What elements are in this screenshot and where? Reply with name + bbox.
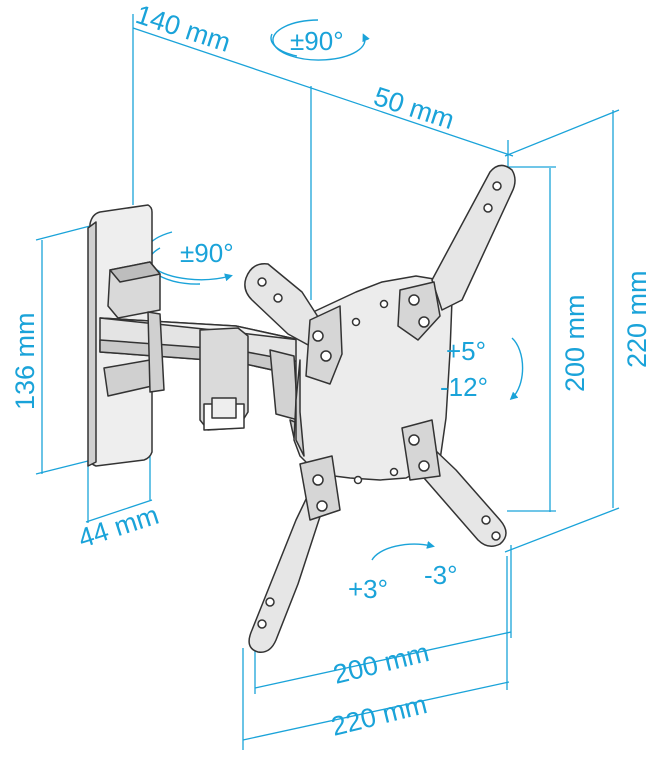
roll-right-label: -3° xyxy=(424,560,458,590)
tv-wall-mount-drawing xyxy=(87,164,516,653)
tilt-up-label: +5° xyxy=(446,336,486,366)
curved-arrow-icon xyxy=(509,337,524,401)
roll-left-label: +3° xyxy=(348,574,388,604)
vesa-vertical-outer-label: 220 mm xyxy=(622,270,652,368)
arm-extension-label: 140 mm xyxy=(132,0,234,58)
arm-offset-label: 50 mm xyxy=(370,81,458,135)
curved-arrow-icon xyxy=(371,541,435,561)
swivel-top-label: ±90° xyxy=(290,26,344,56)
rotation-labels: ±90° ±90° +5° -12° +3° -3° xyxy=(180,26,488,604)
vesa-horizontal-inner-label: 200 mm xyxy=(330,637,432,690)
vesa-plate xyxy=(244,164,516,653)
swivel-arm-label: ±90° xyxy=(180,238,234,268)
vesa-vertical-inner-label: 200 mm xyxy=(560,294,590,392)
curved-arrow-icon xyxy=(270,33,298,57)
tilt-down-label: -12° xyxy=(440,372,488,402)
dimension-lines xyxy=(35,14,620,750)
plate-height-label: 136 mm xyxy=(10,312,40,410)
vesa-horizontal-outer-label: 220 mm xyxy=(328,689,430,742)
curved-arrow-icon xyxy=(272,19,370,61)
